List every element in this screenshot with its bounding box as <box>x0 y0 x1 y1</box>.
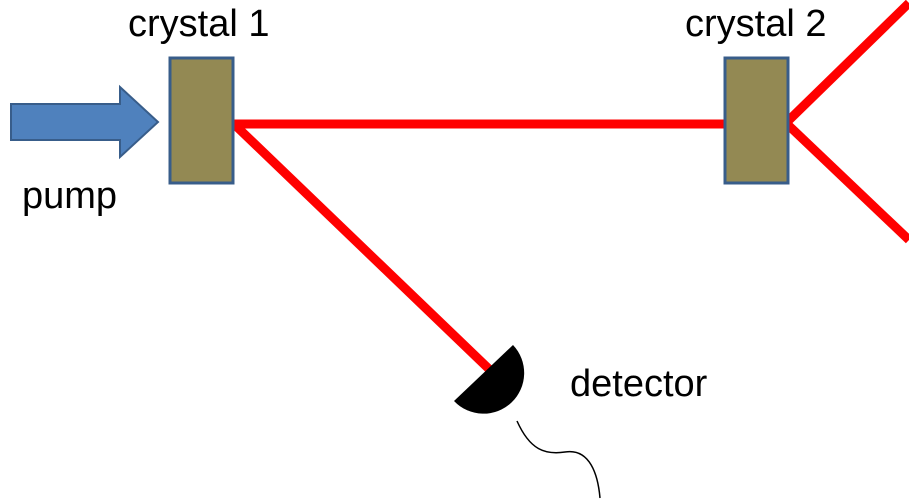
beam-crystal2-upper-output <box>782 0 909 127</box>
crystal-1 <box>168 56 235 185</box>
beam-crystal1-to-detector <box>232 122 494 374</box>
crystal-2-label: crystal 2 <box>685 3 826 45</box>
detector-icon <box>454 345 525 414</box>
detector-cable <box>516 420 601 499</box>
pump-arrow <box>10 84 160 160</box>
crystal-1-label: crystal 1 <box>128 3 269 45</box>
detector-label: detector <box>570 363 708 405</box>
pump-label: pump <box>22 175 117 217</box>
crystal-2 <box>723 56 790 185</box>
beam-crystal2-lower-output <box>782 119 909 244</box>
